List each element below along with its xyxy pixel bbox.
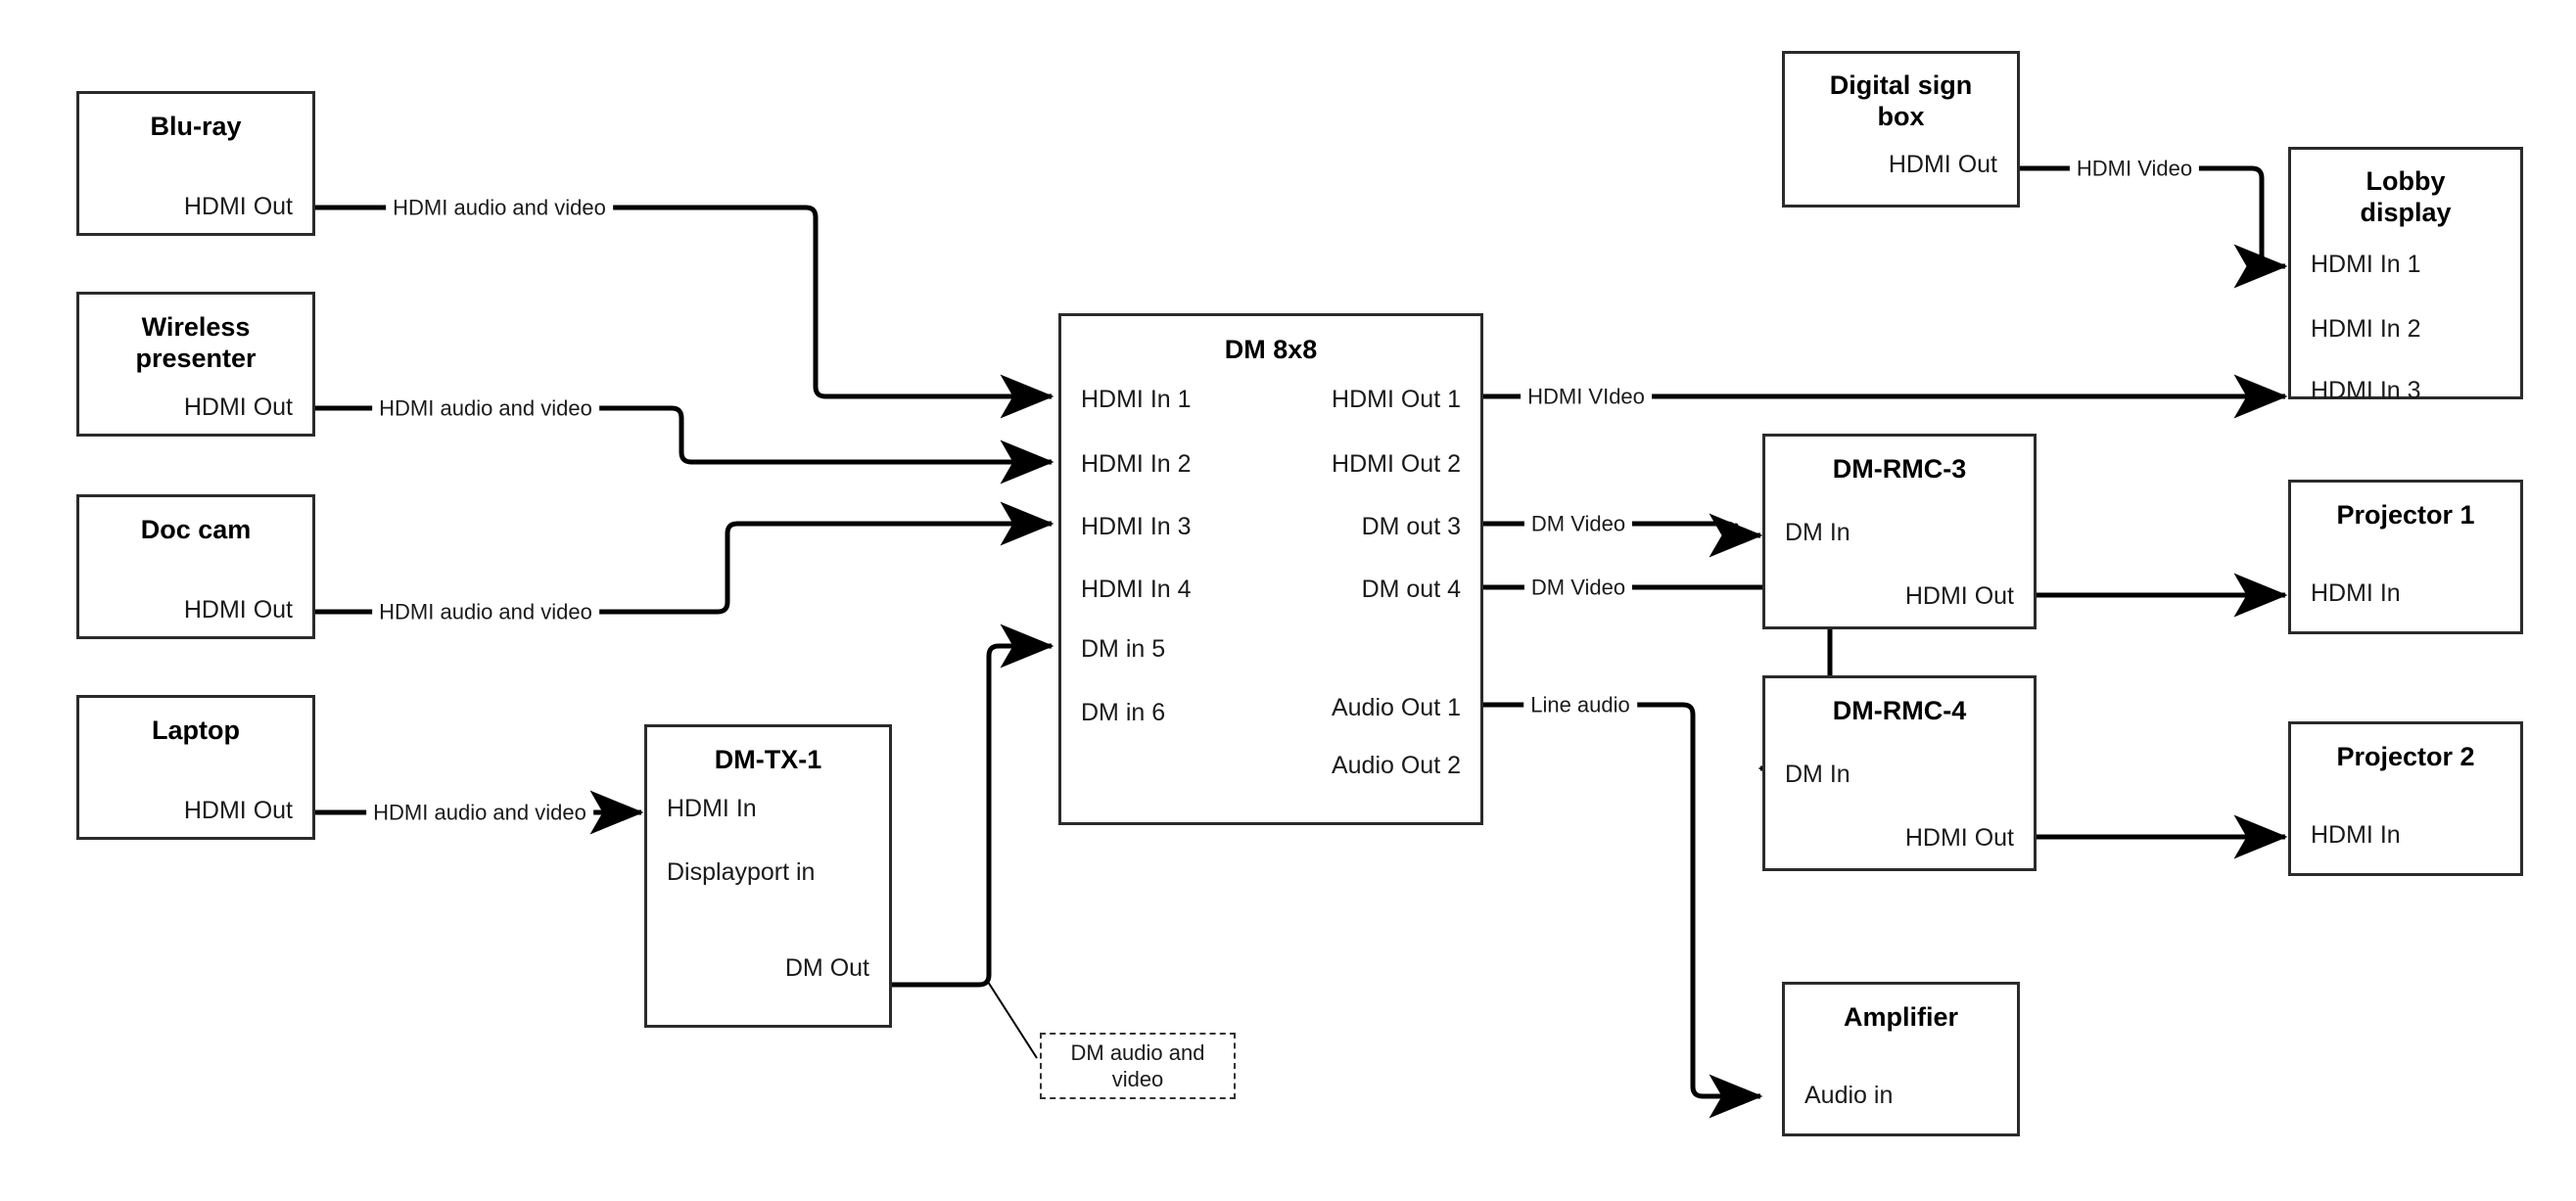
node-amplifier[interactable]: Amplifier Audio in <box>1782 982 2020 1136</box>
edge-label-laptop-to-tx1: HDMI audio and video <box>366 800 593 825</box>
port-wireless-hdmi-out[interactable]: HDMI Out <box>183 393 293 421</box>
node-projector-1[interactable]: Projector 1 HDMI In <box>2288 480 2523 634</box>
node-projector-2[interactable]: Projector 2 HDMI In <box>2288 721 2523 876</box>
port-dm8x8-hdmi-in-3[interactable]: HDMI In 3 <box>1081 513 1192 540</box>
wire-audio1-to-amp <box>1483 702 1763 1119</box>
wire-bluray-to-in1 <box>315 205 1054 419</box>
port-laptop-hdmi-out[interactable]: HDMI Out <box>183 797 293 824</box>
edge-label-dmout4-to-rmc4: DM Video <box>1523 575 1633 600</box>
port-rmc3-dm-in[interactable]: DM In <box>1785 519 1850 546</box>
port-dm8x8-dm-in-5[interactable]: DM in 5 <box>1081 635 1166 663</box>
node-bluray-title: Blu-ray <box>150 112 242 141</box>
port-dm8x8-dm-in-6[interactable]: DM in 6 <box>1081 699 1166 726</box>
node-dm-rmc-4[interactable]: DM-RMC-4 DM In HDMI Out <box>1762 675 2037 871</box>
node-lobby-display[interactable]: Lobby display HDMI In 1 HDMI In 2 HDMI I… <box>2288 147 2523 404</box>
port-dm8x8-hdmi-in-1[interactable]: HDMI In 1 <box>1081 386 1192 413</box>
port-dm8x8-dm-out-4[interactable]: DM out 4 <box>1361 576 1461 603</box>
port-bluray-hdmi-out[interactable]: HDMI Out <box>183 193 293 220</box>
port-dm8x8-hdmi-out-1[interactable]: HDMI Out 1 <box>1332 386 1461 413</box>
leader-dm-callout <box>987 981 1038 1059</box>
port-dm8x8-dm-out-3[interactable]: DM out 3 <box>1361 513 1461 540</box>
node-digital-sign-box[interactable]: Digital sign box HDMI Out <box>1782 51 2020 208</box>
port-dm8x8-hdmi-in-2[interactable]: HDMI In 2 <box>1081 450 1192 478</box>
port-doccam-hdmi-out[interactable]: HDMI Out <box>183 596 293 624</box>
port-lobby-hdmi-in-3[interactable]: HDMI In 3 <box>2311 377 2421 404</box>
node-dm-tx-1[interactable]: DM-TX-1 HDMI In Displayport in DM Out <box>644 724 892 1028</box>
node-dm-rmc-3[interactable]: DM-RMC-3 DM In HDMI Out <box>1762 434 2037 629</box>
node-amplifier-title: Amplifier <box>1843 1002 1959 1032</box>
node-wireless-presenter[interactable]: Wireless presenter HDMI Out <box>76 292 315 437</box>
port-rmc3-hdmi-out[interactable]: HDMI Out <box>1904 582 2014 610</box>
port-rmc4-dm-in[interactable]: DM In <box>1785 761 1850 788</box>
node-bluray[interactable]: Blu-ray HDMI Out <box>76 91 315 236</box>
port-dm8x8-hdmi-in-4[interactable]: HDMI In 4 <box>1081 576 1192 603</box>
wire-tx1-to-dmin5 <box>892 624 1054 988</box>
port-lobby-hdmi-in-1[interactable]: HDMI In 1 <box>2311 251 2421 278</box>
node-doc-cam-title: Doc cam <box>140 515 252 544</box>
port-lobby-hdmi-in-2[interactable]: HDMI In 2 <box>2311 315 2421 343</box>
node-projector-2-title: Projector 2 <box>2336 742 2475 771</box>
port-dmtx1-hdmi-in[interactable]: HDMI In <box>667 795 757 822</box>
node-lobby-display-title: Lobby display <box>2360 166 2452 228</box>
node-dm-tx-1-title: DM-TX-1 <box>714 745 822 774</box>
edge-label-doccam-to-in3: HDMI audio and video <box>372 599 599 624</box>
port-dmtx1-dm-out[interactable]: DM Out <box>784 954 869 982</box>
node-laptop-title: Laptop <box>152 716 240 745</box>
port-dm8x8-audio-out-1[interactable]: Audio Out 1 <box>1331 694 1461 721</box>
port-dm8x8-hdmi-out-2[interactable]: HDMI Out 2 <box>1332 450 1461 478</box>
port-amplifier-audio-in[interactable]: Audio in <box>1804 1082 1894 1109</box>
port-projector-2-hdmi-in[interactable]: HDMI In <box>2311 821 2401 849</box>
edge-label-audio1-to-amp: Line audio <box>1523 692 1637 717</box>
node-laptop[interactable]: Laptop HDMI Out <box>76 695 315 840</box>
node-dm-rmc-4-title: DM-RMC-4 <box>1832 696 1967 725</box>
node-digital-sign-box-title: Digital sign box <box>1829 70 1973 132</box>
node-dm-8x8-title: DM 8x8 <box>1224 335 1318 364</box>
callout-dm-audio-and-video: DM audio and video <box>1040 1033 1236 1099</box>
wire-signbox-to-lobby1 <box>2020 165 2288 289</box>
edge-label-signbox-to-lobby1: HDMI Video <box>2069 156 2200 181</box>
port-projector-1-hdmi-in[interactable]: HDMI In <box>2311 579 2401 607</box>
port-dmtx1-displayport-in[interactable]: Displayport in <box>667 858 816 886</box>
node-dm-rmc-3-title: DM-RMC-3 <box>1832 454 1967 484</box>
port-signbox-hdmi-out[interactable]: HDMI Out <box>1888 151 1997 178</box>
edge-label-dmout3-to-rmc3: DM Video <box>1523 511 1633 536</box>
port-dm8x8-audio-out-2[interactable]: Audio Out 2 <box>1331 752 1461 779</box>
node-wireless-presenter-title: Wireless presenter <box>135 312 257 374</box>
node-projector-1-title: Projector 1 <box>2336 500 2475 530</box>
node-doc-cam[interactable]: Doc cam HDMI Out <box>76 494 315 639</box>
edge-label-wireless-to-in2: HDMI audio and video <box>372 395 599 421</box>
port-rmc4-hdmi-out[interactable]: HDMI Out <box>1904 824 2014 852</box>
edge-label-bluray-to-in1: HDMI audio and video <box>386 195 613 220</box>
edge-label-out1-to-lobby3: HDMI VIdeo <box>1521 384 1652 409</box>
node-dm-8x8[interactable]: DM 8x8 HDMI In 1 HDMI In 2 HDMI In 3 HDM… <box>1058 313 1483 825</box>
